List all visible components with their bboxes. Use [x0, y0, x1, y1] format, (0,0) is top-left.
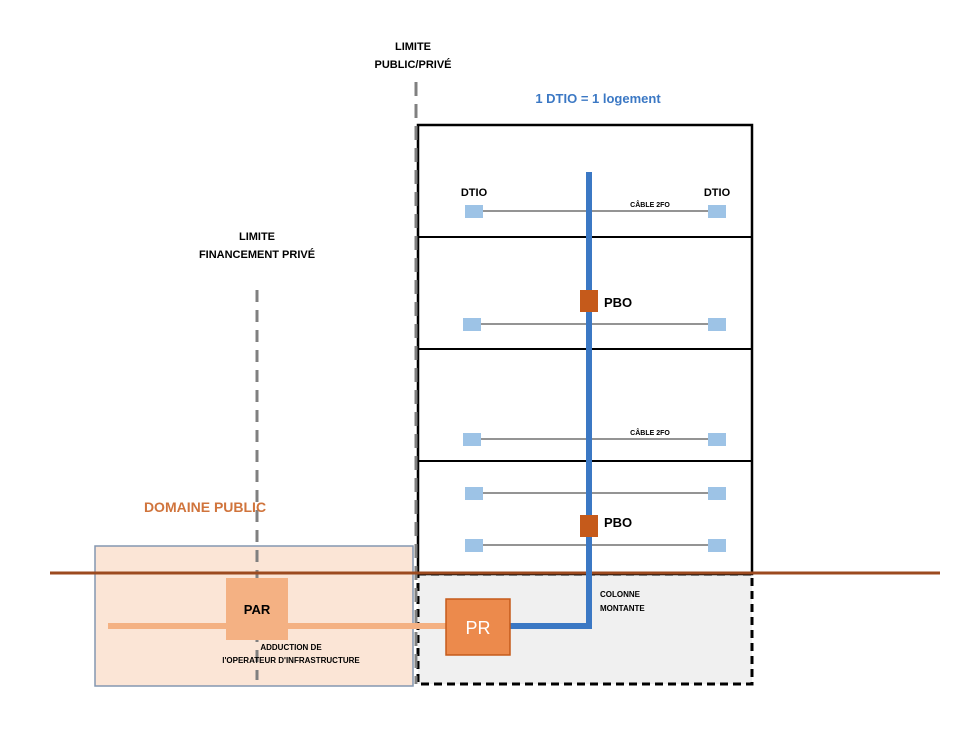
- par-label: PAR: [244, 602, 271, 617]
- riser-column: [508, 172, 592, 629]
- limit-public-private-label-l1: LIMITE: [395, 41, 431, 53]
- dtio-right-label: DTIO: [704, 187, 731, 199]
- adduction-label-l1: ADDUCTION DE: [260, 643, 322, 652]
- pr-box: [445, 598, 511, 656]
- public-domain-label: DOMAINE PUBLIC: [144, 499, 266, 515]
- dtio-box: [463, 433, 481, 446]
- adduction-label-l2: l'OPERATEUR D'INFRASTRUCTURE: [222, 656, 360, 665]
- riser-label-l1: COLONNE: [600, 590, 641, 599]
- dtio-box: [465, 539, 483, 552]
- dtio-box: [708, 487, 726, 500]
- dtio-box: [708, 539, 726, 552]
- dtio-box: [708, 205, 726, 218]
- limit-public-private-label-l2: PUBLIC/PRIVÉ: [374, 58, 451, 71]
- pr-label: PR: [465, 618, 490, 638]
- dtio-box: [463, 318, 481, 331]
- dtio-box: [465, 487, 483, 500]
- dtio-box: [465, 205, 483, 218]
- cable-2fo-label-mid: CÂBLE 2FO: [630, 428, 670, 437]
- limit-financing-label-l2: FINANCEMENT PRIVÉ: [199, 248, 315, 261]
- pbo-label-lower: PBO: [604, 515, 632, 530]
- dtio-box: [708, 433, 726, 446]
- par-box: [226, 578, 288, 640]
- dtio-rule-label: 1 DTIO = 1 logement: [535, 91, 661, 106]
- riser-label-l2: MONTANTE: [600, 604, 645, 613]
- pbo-box-upper: [580, 290, 598, 312]
- dtio-left-label: DTIO: [461, 187, 488, 199]
- cable-2fo-label-top: CÂBLE 2FO: [630, 200, 670, 209]
- limit-financing-label-l1: LIMITE: [239, 231, 275, 243]
- pbo-label-upper: PBO: [604, 295, 632, 310]
- dtio-box: [708, 318, 726, 331]
- pbo-box-lower: [580, 515, 598, 537]
